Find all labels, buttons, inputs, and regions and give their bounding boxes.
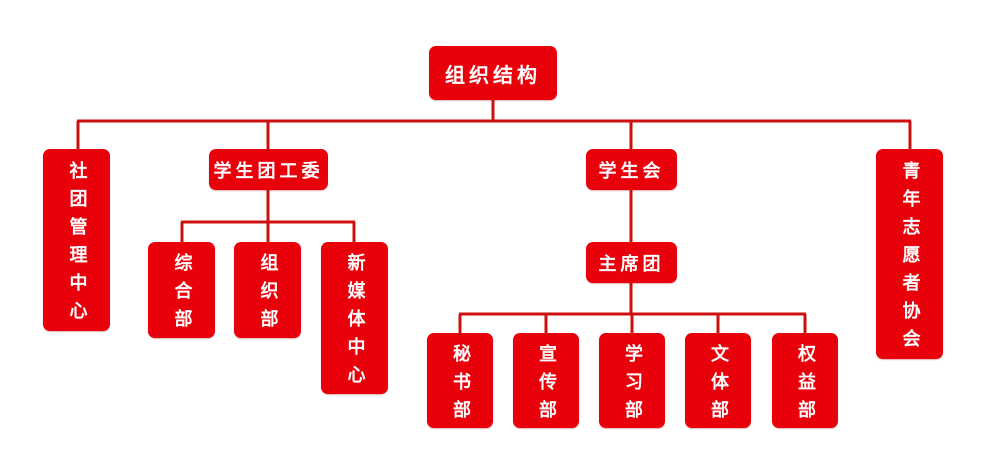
root-label: 组织结构 [445,62,541,87]
new-media-center-label: 新媒体中心 [344,253,366,393]
student-union-node: 学生会 [586,149,677,190]
general-dept-node: 综合部 [148,242,215,338]
publicity-dept-node: 宣传部 [513,333,579,428]
youth-league-label: 学生团工委 [213,160,324,182]
volunteer-association-label: 青年志愿者协会 [899,161,921,357]
new-media-center-node: 新媒体中心 [321,242,388,394]
rights-dept-label: 权益部 [795,343,816,428]
arts-sports-dept-label: 文体部 [708,343,729,428]
study-dept-node: 学习部 [599,333,665,428]
root-node: 组织结构 [429,46,557,100]
study-dept-label: 学习部 [622,343,643,428]
secretariat-label: 秘书部 [450,343,471,428]
publicity-dept-label: 宣传部 [536,343,557,428]
volunteer-association-node: 青年志愿者协会 [876,149,943,359]
rights-dept-node: 权益部 [772,333,838,428]
club-center-label: 社团管理中心 [66,161,88,329]
secretariat-node: 秘书部 [427,333,493,428]
organization-dept-label: 组织部 [257,253,279,337]
youth-league-node: 学生团工委 [209,149,328,190]
student-union-label: 学生会 [598,160,665,182]
arts-sports-dept-node: 文体部 [685,333,751,428]
general-dept-label: 综合部 [171,253,193,337]
presidium-label: 主席团 [598,253,665,275]
presidium-node: 主席团 [586,242,677,283]
organization-dept-node: 组织部 [234,242,301,338]
club-center-node: 社团管理中心 [43,149,110,331]
